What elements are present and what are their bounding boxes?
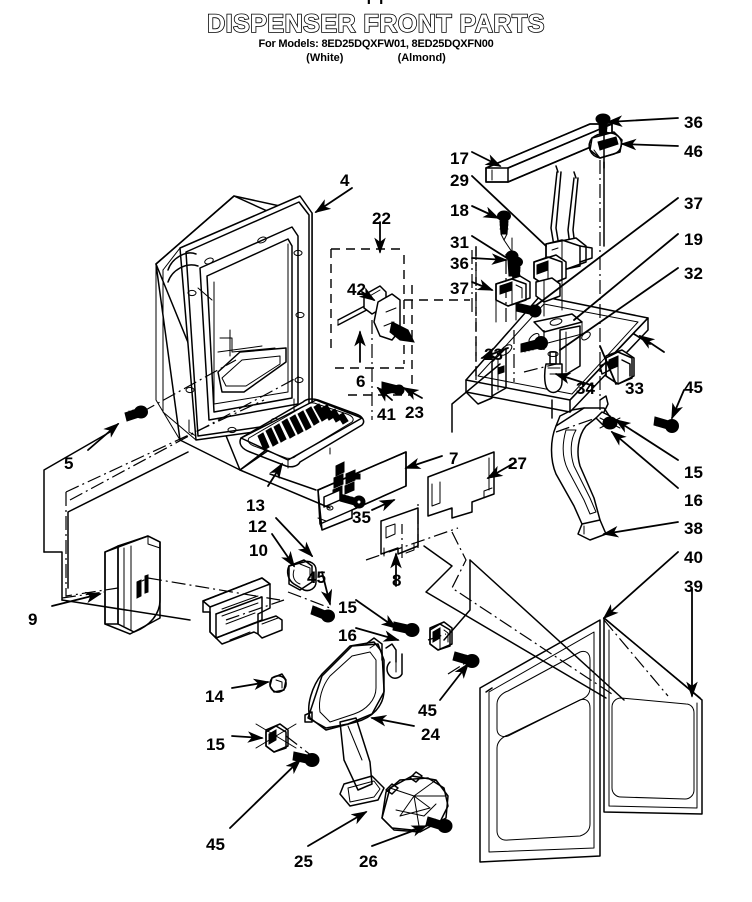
finish-almond: (Almond) (397, 52, 446, 64)
part-26-screw (425, 816, 453, 833)
callout-15-b[interactable]: 15 (338, 598, 357, 617)
leader-lines (51, 115, 698, 847)
callout-8[interactable]: 8 (392, 571, 402, 590)
callout-38[interactable]: 38 (684, 519, 703, 538)
part-4-dispenser-housing (155, 195, 313, 471)
callout-32[interactable]: 32 (684, 264, 703, 283)
part-34-bulb-socket (543, 351, 563, 394)
part-37-switch-block-left (495, 275, 531, 307)
callout-31[interactable]: 31 (450, 233, 469, 252)
part-45-screw-mid (310, 605, 335, 623)
part-5-screw (124, 405, 148, 422)
callout-13[interactable]: 13 (246, 496, 265, 515)
part-7-control-panel (317, 451, 407, 531)
part-15-screw-lower-left (255, 723, 297, 753)
callout-42[interactable]: 42 (347, 280, 366, 299)
assembly-connector-lines (43, 129, 701, 701)
callout-5[interactable]: 5 (64, 454, 74, 473)
part-45-screw-right (653, 416, 679, 433)
callout-36-a[interactable]: 36 (684, 113, 703, 132)
part-39-front-panel-small (603, 617, 703, 815)
callout-29[interactable]: 29 (450, 171, 469, 190)
finish-labels: (White) (Almond) (0, 51, 752, 65)
part-45-screw-center (452, 651, 480, 668)
callout-17[interactable]: 17 (450, 149, 469, 168)
callout-45-b[interactable]: 45 (307, 568, 326, 587)
callout-4[interactable]: 4 (340, 171, 350, 190)
callout-46[interactable]: 46 (684, 142, 703, 161)
callout-18[interactable]: 18 (450, 201, 469, 220)
callout-37-a[interactable]: 37 (684, 194, 703, 213)
callout-24[interactable]: 24 (421, 725, 440, 744)
page-title: DISPENSER FRONT PARTS (206, 9, 545, 39)
callout-40[interactable]: 40 (684, 548, 703, 567)
clipped-top-text: I I (0, 0, 752, 10)
part-24-lever-arm (304, 637, 403, 807)
callout-25[interactable]: 25 (294, 852, 313, 871)
part-16-spring-lower (385, 643, 403, 679)
callout-19[interactable]: 19 (684, 230, 703, 249)
centerlines (61, 160, 669, 757)
part-9-light-lens-cover (104, 535, 161, 635)
part-29-wire-form (545, 165, 593, 271)
part-27-bracket-plate (427, 451, 495, 519)
callout-9[interactable]: 9 (28, 610, 38, 629)
part-35-screw (339, 493, 366, 509)
part-18-screw (497, 210, 511, 241)
callout-36-b[interactable]: 36 (450, 254, 469, 273)
part-12-clip (286, 559, 317, 592)
callout-14[interactable]: 14 (205, 687, 224, 706)
callout-34[interactable]: 34 (576, 379, 595, 398)
part-13-drip-tray-grille (239, 398, 365, 469)
part-40-front-panel-large (479, 619, 601, 863)
part-19-support-frame (465, 295, 649, 413)
callout-39[interactable]: 39 (684, 577, 703, 596)
part-46-clip (588, 131, 623, 159)
callout-15-a[interactable]: 15 (684, 463, 703, 482)
callout-16-b[interactable]: 16 (338, 626, 357, 645)
callout-45-a[interactable]: 45 (684, 378, 703, 397)
callout-12[interactable]: 12 (248, 517, 267, 536)
diagram-header: I I DISPENSER FRONT PARTS For Models: 8E… (0, 0, 752, 65)
part-16-screw-mid (392, 621, 420, 637)
callout-10[interactable]: 10 (249, 541, 268, 560)
part-45-screw-lower-left (292, 751, 320, 767)
model-numbers: For Models: 8ED25DQXFW01, 8ED25DQXFN00 (258, 38, 494, 50)
callout-26[interactable]: 26 (359, 852, 378, 871)
callout-22[interactable]: 22 (372, 209, 391, 228)
part-14-clip (269, 673, 287, 693)
part-25-ice-chute (381, 771, 449, 833)
callout-6[interactable]: 6 (356, 372, 366, 391)
callout-45-d[interactable]: 45 (418, 701, 437, 720)
callout-37-b[interactable]: 37 (450, 279, 469, 298)
callout-45-c[interactable]: 45 (206, 835, 225, 854)
finish-white: (White) (306, 52, 344, 64)
callout-15-c[interactable]: 15 (206, 735, 225, 754)
callout-23-b[interactable]: 23 (484, 345, 503, 364)
part-10-mounting-bracket (202, 559, 317, 645)
part-22-actuator-assembly (330, 247, 477, 396)
callout-16-a[interactable]: 16 (684, 491, 703, 510)
callout-33[interactable]: 33 (625, 379, 644, 398)
callout-41[interactable]: 41 (377, 405, 396, 424)
callout-35[interactable]: 35 (352, 508, 371, 527)
part-38-lever-arm-right (550, 395, 613, 541)
callout-7[interactable]: 7 (449, 449, 459, 468)
callout-27[interactable]: 27 (508, 454, 527, 473)
callout-23-a[interactable]: 23 (405, 403, 424, 422)
